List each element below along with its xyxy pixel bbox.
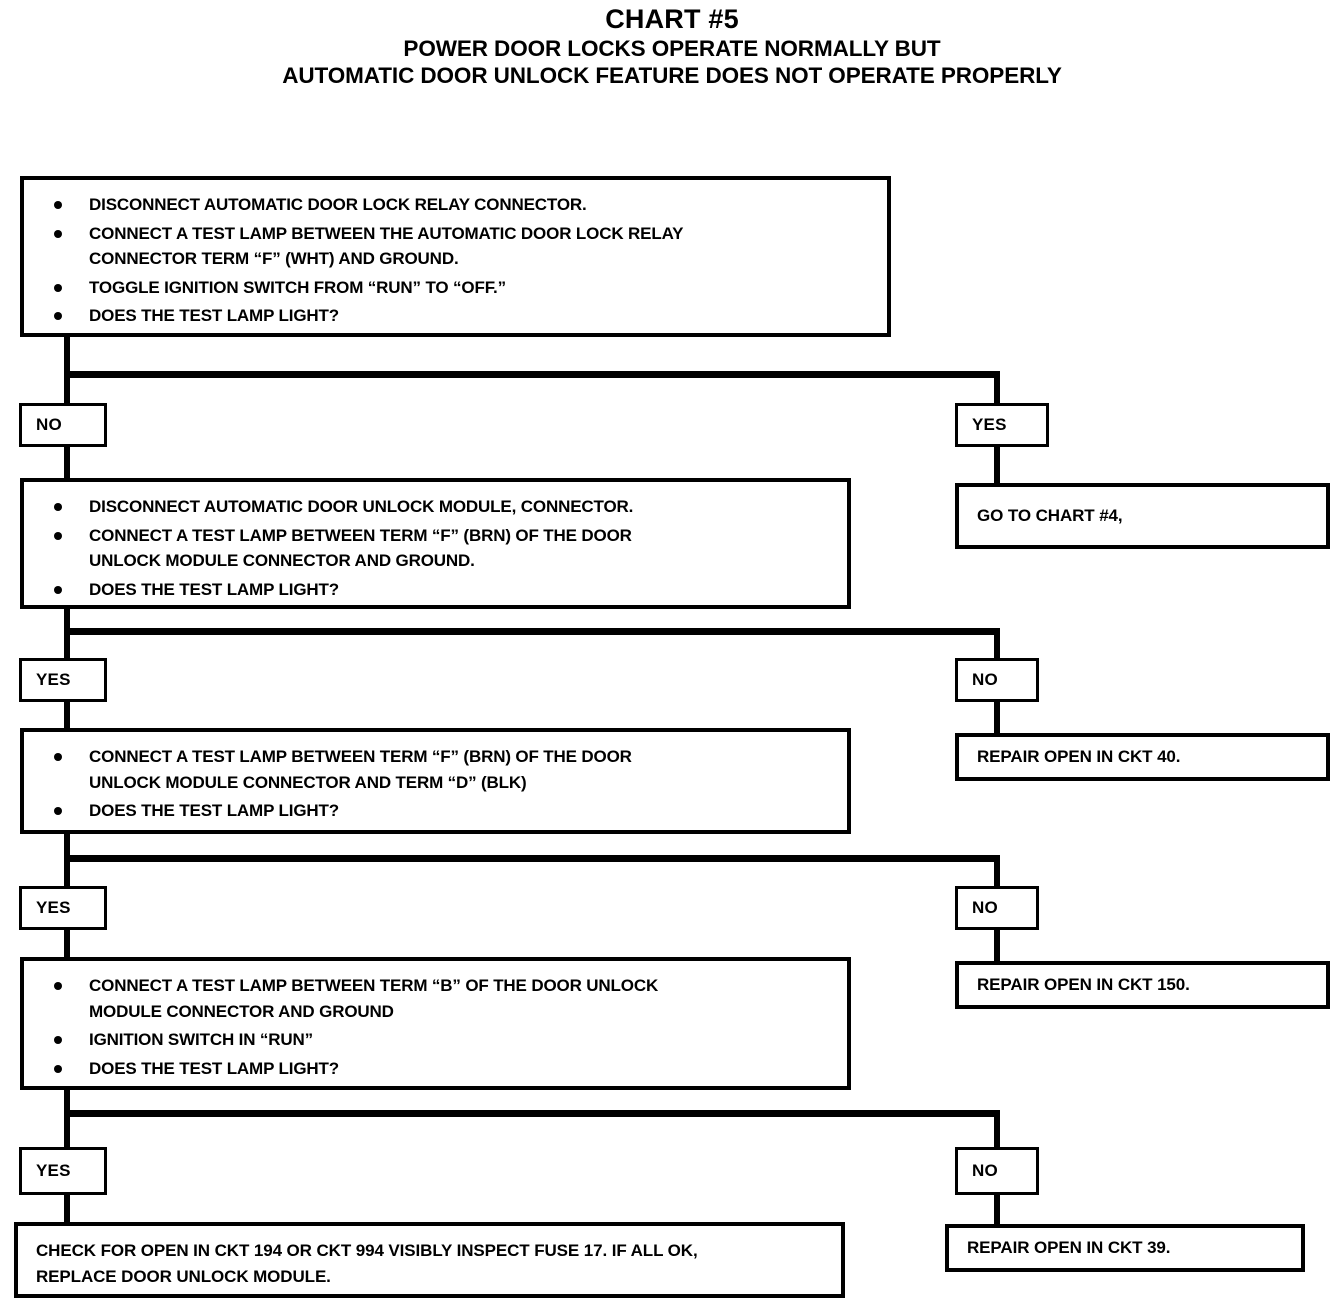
branch-no-row3[interactable]: NO (955, 886, 1039, 930)
bullet-icon (54, 1064, 62, 1073)
step-2-bullet-3: DOES THE TEST LAMP LIGHT? (34, 577, 837, 603)
connector-no-row2-down (994, 702, 1000, 734)
branch-yes-row4[interactable]: YES (19, 1147, 107, 1195)
connector-row2-horizontal (64, 628, 1000, 635)
connector-yes-row4-down (64, 1195, 70, 1225)
branch-no-row1[interactable]: NO (19, 403, 107, 447)
connector-yes-row1-down (994, 447, 1000, 484)
step-2-bullet-1: DISCONNECT AUTOMATIC DOOR UNLOCK MODULE,… (34, 494, 837, 520)
step-4-bullet-2: IGNITION SWITCH IN “RUN” (34, 1027, 837, 1053)
step-4-bullet-3-text: DOES THE TEST LAMP LIGHT? (89, 1058, 339, 1078)
step-1-bullet-4-text: DOES THE TEST LAMP LIGHT? (89, 306, 339, 325)
step-1-bullet-2-text: CONNECT A TEST LAMP BETWEEN THE AUTOMATI… (89, 223, 684, 243)
page-title: CHART #5 POWER DOOR LOCKS OPERATE NORMAL… (0, 4, 1344, 89)
step-2-bullet-2-cont: UNLOCK MODULE CONNECTOR AND GROUND. (89, 551, 475, 570)
connector-step1-down (64, 337, 70, 403)
outcome-text: REPAIR OPEN IN CKT 150. (977, 975, 1190, 994)
step-4-box: CONNECT A TEST LAMP BETWEEN TERM “B” OF … (20, 957, 851, 1090)
step-4-bullet-2-text: IGNITION SWITCH IN “RUN” (89, 1030, 313, 1049)
connector-yes-row3-down (64, 930, 70, 958)
outcome-repair-ckt-40: REPAIR OPEN IN CKT 40. (955, 733, 1330, 781)
branch-yes-row2[interactable]: YES (19, 658, 107, 702)
connector-step4-down (64, 1090, 70, 1150)
connector-no-row1-down (64, 447, 70, 481)
step-1-bullet-2-cont: CONNECTOR TERM “F” (WHT) AND GROUND. (89, 249, 459, 268)
bullet-icon (54, 503, 62, 511)
step-1-bullet-2: CONNECT A TEST LAMP BETWEEN THE AUTOMATI… (34, 221, 877, 272)
bullet-icon (54, 531, 62, 540)
step-3-bullet-1: CONNECT A TEST LAMP BETWEEN TERM “F” (BR… (34, 744, 837, 795)
branch-label: NO (972, 898, 998, 917)
connector-row2-right-down (994, 628, 1000, 661)
branch-label: YES (36, 898, 71, 917)
chart-subtitle-line2: AUTOMATIC DOOR UNLOCK FEATURE DOES NOT O… (282, 63, 1062, 88)
step-2-bullet-1-text: DISCONNECT AUTOMATIC DOOR UNLOCK MODULE,… (89, 497, 634, 516)
step-3-bullet-2-text: DOES THE TEST LAMP LIGHT? (89, 801, 339, 820)
outcome-repair-ckt-39: REPAIR OPEN IN CKT 39. (945, 1224, 1305, 1272)
bullet-icon (54, 982, 62, 990)
branch-no-row4[interactable]: NO (955, 1147, 1039, 1195)
connector-step3-down (64, 834, 70, 892)
branch-label: NO (972, 1161, 998, 1180)
branch-label: NO (36, 415, 62, 434)
step-1-box: DISCONNECT AUTOMATIC DOOR LOCK RELAY CON… (20, 176, 891, 337)
outcome-text-line1: CHECK FOR OPEN IN CKT 194 OR CKT 994 VIS… (36, 1241, 698, 1260)
step-1-bullet-3-text: TOGGLE IGNITION SWITCH FROM “RUN” TO “OF… (89, 277, 506, 297)
outcome-text: REPAIR OPEN IN CKT 40. (977, 747, 1181, 766)
bullet-icon (54, 229, 62, 238)
branch-label: YES (972, 415, 1007, 434)
bullet-icon (54, 201, 62, 209)
step-4-bullet-1: CONNECT A TEST LAMP BETWEEN TERM “B” OF … (34, 973, 837, 1024)
chart-number: CHART #5 (605, 4, 739, 34)
step-3-bullet-1-cont: UNLOCK MODULE CONNECTOR AND TERM “D” (BL… (89, 772, 527, 792)
step-3-bullet-2: DOES THE TEST LAMP LIGHT? (34, 798, 837, 824)
chart-subtitle-line1: POWER DOOR LOCKS OPERATE NORMALLY BUT (403, 36, 941, 61)
branch-label: YES (36, 670, 71, 689)
step-3-box: CONNECT A TEST LAMP BETWEEN TERM “F” (BR… (20, 728, 851, 834)
connector-yes-row2-down (64, 702, 70, 730)
connector-row3-horizontal (64, 855, 1000, 862)
step-4-bullet-3: DOES THE TEST LAMP LIGHT? (34, 1056, 837, 1082)
step-1-bullet-1-text: DISCONNECT AUTOMATIC DOOR LOCK RELAY CON… (89, 195, 587, 214)
connector-row1-right-down (994, 371, 1000, 406)
connector-row3-right-down (994, 855, 1000, 888)
branch-no-row2[interactable]: NO (955, 658, 1039, 702)
connector-no-row3-down (994, 930, 1000, 962)
bullet-icon (54, 807, 62, 815)
outcome-text-line2: REPLACE DOOR UNLOCK MODULE. (36, 1267, 331, 1286)
branch-label: NO (972, 670, 998, 689)
step-2-bullet-3-text: DOES THE TEST LAMP LIGHT? (89, 579, 339, 599)
step-2-bullet-2-text: CONNECT A TEST LAMP BETWEEN TERM “F” (BR… (89, 525, 632, 545)
connector-no-row4-down (994, 1195, 1000, 1225)
outcome-text: REPAIR OPEN IN CKT 39. (967, 1238, 1171, 1257)
step-1-bullet-1: DISCONNECT AUTOMATIC DOOR LOCK RELAY CON… (34, 192, 877, 218)
bullet-icon (54, 1036, 62, 1044)
bullet-icon (54, 585, 62, 594)
step-1-bullet-3: TOGGLE IGNITION SWITCH FROM “RUN” TO “OF… (34, 275, 877, 301)
step-4-bullet-1-cont: MODULE CONNECTOR AND GROUND (89, 1001, 394, 1021)
bullet-icon (54, 312, 62, 320)
connector-step2-down (64, 609, 70, 665)
bullet-icon (54, 283, 62, 292)
outcome-text: GO TO CHART #4, (977, 506, 1123, 525)
connector-row4-right-down (994, 1110, 1000, 1148)
step-2-bullet-2: CONNECT A TEST LAMP BETWEEN TERM “F” (BR… (34, 523, 837, 574)
branch-label: YES (36, 1161, 71, 1180)
branch-yes-row1[interactable]: YES (955, 403, 1049, 447)
outcome-go-to-chart-4: GO TO CHART #4, (955, 483, 1330, 549)
outcome-check-open-replace-module: CHECK FOR OPEN IN CKT 194 OR CKT 994 VIS… (14, 1222, 845, 1298)
connector-row1-horizontal (64, 371, 1000, 378)
branch-yes-row3[interactable]: YES (19, 886, 107, 930)
step-4-bullet-1-text: CONNECT A TEST LAMP BETWEEN TERM “B” OF … (89, 976, 659, 995)
bullet-icon (54, 753, 62, 761)
step-1-bullet-4: DOES THE TEST LAMP LIGHT? (34, 303, 877, 329)
step-3-bullet-1-text: CONNECT A TEST LAMP BETWEEN TERM “F” (BR… (89, 747, 632, 766)
step-2-box: DISCONNECT AUTOMATIC DOOR UNLOCK MODULE,… (20, 478, 851, 609)
connector-row4-horizontal (64, 1110, 1000, 1117)
outcome-repair-ckt-150: REPAIR OPEN IN CKT 150. (955, 961, 1330, 1009)
